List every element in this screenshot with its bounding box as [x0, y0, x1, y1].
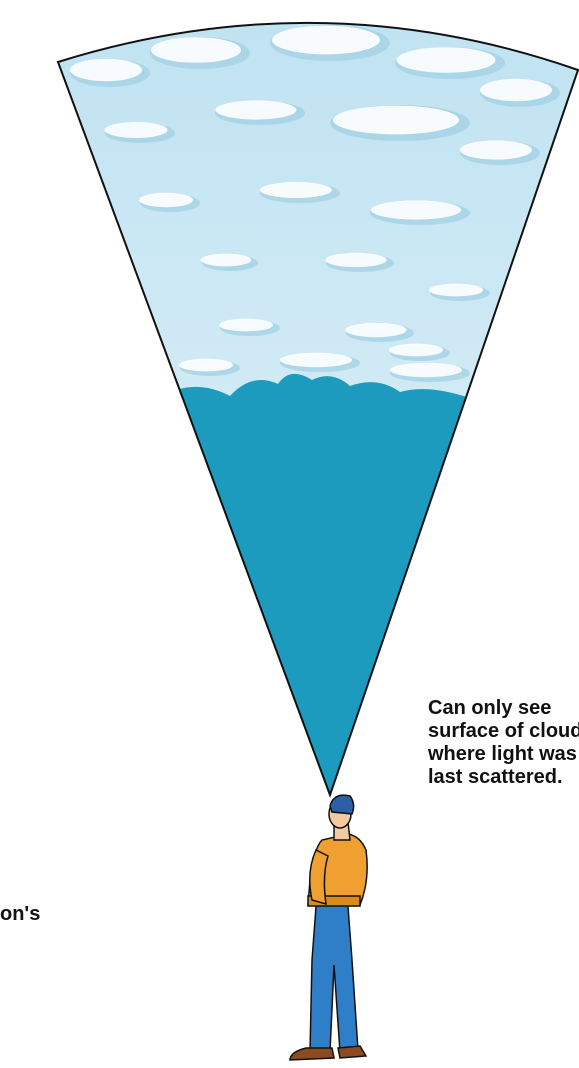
cloud-wisp — [390, 363, 462, 377]
cloud-wisp — [460, 140, 532, 159]
cloud-wisp — [216, 100, 297, 119]
cloud-wisp — [333, 106, 459, 135]
cloud-wisp — [325, 253, 386, 267]
sky-cone-icon — [0, 0, 579, 800]
cap — [330, 795, 354, 814]
cloud-wisp — [219, 319, 273, 332]
person-looking-up-icon — [290, 795, 367, 1060]
right-shoe — [338, 1046, 366, 1058]
arm — [310, 850, 328, 904]
cut-off-label: on's — [0, 903, 40, 926]
cloud-wisp — [139, 193, 193, 207]
cloud-body — [170, 374, 470, 800]
cloud-wisp — [429, 284, 483, 297]
caption: Can only see surface of cloud where ligh… — [428, 697, 578, 789]
cloud-wisp — [179, 359, 233, 372]
caption-line-2: surface of cloud — [428, 720, 578, 743]
cloud-wisp — [105, 122, 168, 138]
caption-line-1: Can only see — [428, 697, 578, 720]
cloud-wisp — [260, 182, 332, 198]
cloud-wisp — [389, 344, 443, 357]
cloud-wisp — [480, 79, 552, 101]
caption-line-3: where light was — [428, 743, 578, 766]
cloud-wisp — [201, 254, 251, 267]
cloud-wisp — [371, 200, 461, 219]
cloud-wisp — [345, 323, 406, 337]
cloud-wisp — [70, 59, 142, 81]
left-shoe — [290, 1048, 334, 1060]
cloud-wisp — [151, 37, 241, 63]
cloud-wisp — [272, 26, 380, 55]
cloud-wisp — [280, 353, 352, 367]
cloud-wisp — [397, 47, 496, 73]
caption-line-4: last scattered. — [428, 766, 578, 789]
